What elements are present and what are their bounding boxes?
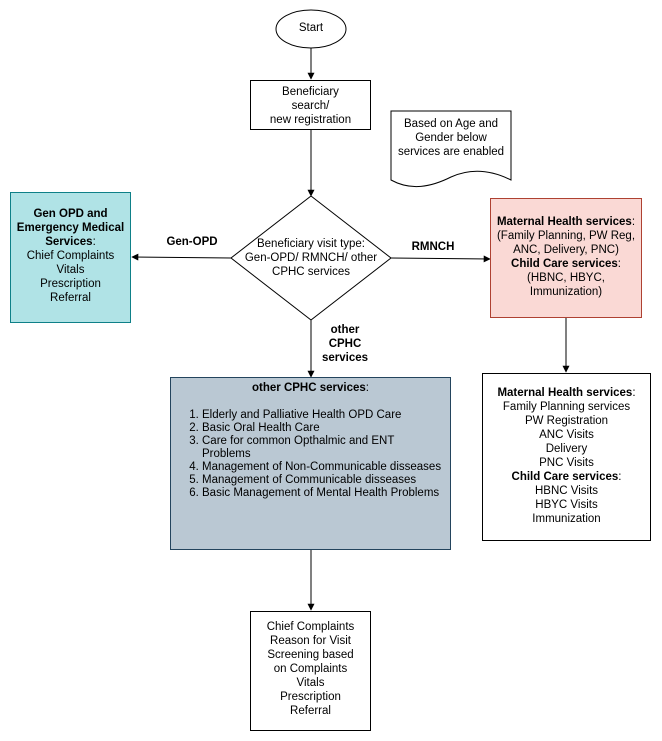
detail-child-title: Child Care services — [511, 471, 619, 483]
edge-label-rmnch: RMNCH — [411, 241, 455, 253]
rmnch-maternal-detail: ANC, Delivery, PNC) — [513, 244, 619, 256]
gen-opd-title-line-1: Gen OPD and — [33, 208, 108, 220]
gen-opd-title-line-2: Emergency Medical — [16, 222, 125, 234]
detail-maternal-item: Delivery — [545, 443, 588, 455]
rmnch-maternal-detail: (Family Planning, PW Reg, — [496, 230, 636, 242]
rmnch-maternal-title: Maternal Health services — [496, 216, 632, 228]
detail-child-item: HBNC Visits — [534, 485, 599, 497]
edge-label-other-cphc: other CPHC services — [321, 324, 369, 364]
start-label: Start — [298, 22, 324, 34]
cphc-list-item: Management of Communicable disseases — [202, 474, 442, 487]
gen-opd-item: Vitals — [56, 264, 85, 276]
detail-maternal-title: Maternal Health services — [497, 387, 633, 399]
note-line-3: services are enabled — [397, 146, 505, 158]
gen-opd-item: Referral — [50, 292, 91, 304]
registration-line-2: search/ — [291, 100, 330, 112]
rmnch-detail-box: Maternal Health services: Family Plannin… — [482, 373, 651, 541]
rmnch-child-title: Child Care services — [511, 258, 618, 270]
start-terminal: Start — [276, 21, 346, 37]
consultation-details-box: Chief Complaints Reason for Visit Screen… — [250, 611, 371, 731]
decision-line-2: Gen-OPD/ RMNCH/ other — [244, 252, 378, 264]
arrow-decision-to-gen-opd — [131, 253, 232, 261]
final-line: Referral — [290, 705, 331, 717]
note-document-shape — [390, 110, 512, 188]
detail-maternal-item: ANC Visits — [539, 429, 594, 441]
cphc-list-item: Basic Oral Health Care — [202, 422, 442, 435]
registration-box: Beneficiary search/ new registration — [250, 80, 371, 130]
visit-type-decision: Beneficiary visit type: Gen-OPD/ RMNCH/ … — [236, 237, 386, 279]
gen-opd-item: Prescription — [40, 278, 101, 290]
cphc-services-list: Elderly and Palliative Health OPD Care B… — [171, 409, 450, 500]
final-line: Vitals — [296, 677, 325, 689]
decision-line-3: CPHC services — [272, 266, 350, 278]
gen-opd-title-colon: : — [92, 236, 96, 248]
detail-maternal-item: PNC Visits — [539, 457, 594, 469]
registration-line-1: Beneficiary — [282, 86, 339, 98]
registration-line-3: new registration — [269, 114, 352, 126]
detail-maternal-item: Family Planning services — [502, 401, 631, 413]
final-line: Prescription — [280, 691, 341, 703]
rmnch-child-detail: (HBNC, HBYC, — [527, 272, 605, 284]
final-line: Chief Complaints — [266, 621, 355, 633]
cphc-list-item: Elderly and Palliative Health OPD Care — [202, 409, 442, 422]
cphc-list-item: Basic Management of Mental Health Proble… — [202, 487, 442, 500]
edge-label-gen-opd: Gen-OPD — [166, 236, 218, 248]
note-line-2: Gender below — [415, 132, 487, 144]
cphc-list-item: Care for common Opthalmic and ENT Proble… — [202, 435, 442, 461]
age-gender-note: Based on Age and Gender below services a… — [391, 117, 511, 159]
gen-opd-services-box: Gen OPD and Emergency Medical Services: … — [10, 192, 131, 323]
cphc-list-item: Management of Non-Communicable disseases — [202, 461, 442, 474]
final-line: on Complaints — [273, 663, 348, 675]
rmnch-child-detail: Immunization) — [529, 286, 603, 298]
gen-opd-item: Chief Complaints — [26, 250, 115, 262]
final-line: Screening based — [267, 649, 354, 661]
note-line-1: Based on Age and — [404, 118, 498, 130]
final-line: Reason for Visit — [270, 635, 351, 647]
arrow-decision-to-rmnch — [390, 255, 491, 263]
detail-child-item: Immunization — [532, 513, 601, 525]
other-cphc-services-box: other CPHC services: Elderly and Palliat… — [170, 377, 451, 550]
cphc-title: other CPHC services — [252, 382, 366, 394]
decision-line-1: Beneficiary visit type: — [256, 238, 365, 250]
detail-maternal-item: PW Registration — [524, 415, 609, 427]
gen-opd-title-line-3: Services — [45, 236, 93, 248]
rmnch-services-box: Maternal Health services: (Family Planni… — [490, 198, 642, 318]
detail-child-item: HBYC Visits — [535, 499, 598, 511]
